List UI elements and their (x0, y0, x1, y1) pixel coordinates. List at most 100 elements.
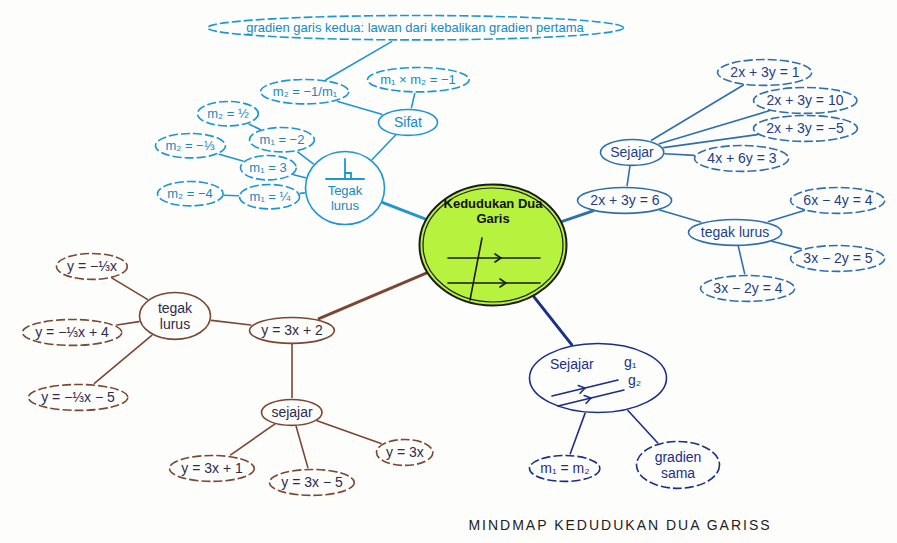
node-text: y = 3x + 2 (261, 322, 322, 338)
branch-line (772, 241, 801, 248)
branch-line (562, 211, 593, 221)
branch-line (665, 154, 694, 156)
node-text: y = 3x (386, 444, 424, 460)
node-text: 3x − 2y = 5 (803, 250, 872, 266)
node-text: y = 3x − 5 (281, 474, 342, 490)
branch-line (298, 152, 313, 164)
branch-line (534, 297, 572, 345)
cloud-node: Kedudukan Dua Garis (418, 183, 568, 307)
cloud-node: tegak lurus (138, 291, 212, 341)
node-text: Kedudukan Dua Garis (437, 197, 549, 227)
branch-line (94, 335, 151, 383)
cloud-node: 2x + 3y = 1 (716, 58, 813, 87)
cloud-node: 3x − 2y = 5 (789, 244, 886, 273)
node-text: tegak lurus (701, 224, 769, 240)
cloud-node: m₂ = −4 (156, 180, 225, 207)
cloud-node: Sifat (377, 108, 439, 137)
node-text: Sejajar (550, 356, 594, 372)
node-text: m₂ = −1/m₁ (273, 85, 337, 100)
branch-line (319, 273, 426, 318)
caption-text: MINDMAP KEDUDUKAN DUA GARISS (468, 517, 771, 533)
node-text: Sejajar (610, 144, 654, 160)
branch-line (112, 278, 147, 299)
cloud-node: m₂ = −1/m₁ (259, 78, 350, 105)
branch-line (628, 411, 658, 443)
cloud-node: Tegak lurus (304, 150, 386, 226)
node-text: tegak lurus (150, 300, 200, 332)
node-text: m₁ = 3 (249, 161, 286, 176)
cloud-node: y = −⅓x (55, 252, 129, 281)
branch-line (219, 154, 243, 161)
node-text: 4x + 6y = 3 (707, 150, 776, 166)
node-text: 6x − 4y = 4 (803, 192, 872, 208)
node-text: g₂ (628, 372, 641, 388)
cloud-node: m₁ = 3 (239, 154, 298, 181)
branch-line (296, 426, 308, 467)
node-text: Sifat (394, 114, 422, 130)
branch-line (338, 102, 382, 115)
cloud-outline (528, 342, 668, 414)
cloud-node: gradien garis kedua: lawan dari kebalika… (206, 14, 625, 41)
node-text: g₁ (624, 354, 637, 370)
node-text: m₂ = ½ (207, 107, 249, 122)
cloud-node: m₂ = −⅓ (154, 132, 227, 159)
cloud-node: y = 3x (375, 438, 434, 467)
node-text: y = −⅓x − 5 (41, 389, 115, 405)
node-text: m₁ = −2 (260, 133, 305, 148)
node-text: 3x − 2y = 4 (713, 280, 782, 296)
branch-line (224, 194, 238, 196)
node-text: gradien sama (648, 449, 708, 481)
node-text: 2x + 3y = 1 (730, 64, 799, 80)
branch-line (317, 421, 381, 444)
node-text: Tegak lurus (320, 184, 370, 214)
cloud-node: tegak lurus (687, 218, 783, 247)
node-text: y = −⅓x (67, 258, 117, 274)
branch-line (738, 246, 744, 273)
node-text: m₁ × m₂ = −1 (380, 73, 456, 88)
cloud-node: m₁ × m₂ = −1 (366, 66, 471, 93)
node-text: 2x + 3y = 10 (766, 92, 843, 108)
cloud-node: y = −⅓x − 5 (27, 383, 129, 412)
cloud-node: 2x + 3y = 6 (576, 186, 673, 215)
cloud-node: m₂ = ½ (196, 100, 260, 127)
node-text: y = 3x + 1 (181, 460, 242, 476)
cloud-node: gradien sama (635, 440, 721, 490)
branch-line (664, 135, 758, 148)
center-blob (420, 185, 566, 305)
branch-line (383, 203, 425, 219)
branch-line (660, 210, 701, 222)
cloud-node: 2x + 3y = 10 (752, 86, 858, 115)
branch-line (768, 210, 804, 221)
perpendicular-symbol (326, 159, 364, 179)
branch-line (231, 424, 275, 455)
cloud-node: 6x − 4y = 4 (789, 186, 886, 215)
node-text: m₂ = −⅓ (165, 139, 214, 154)
parallel-lines-figure (448, 238, 540, 300)
cloud-node: Sejajar g₁ g₂ (528, 342, 668, 414)
node-text: m₂ = −4 (167, 187, 213, 202)
cloud-node: 3x − 2y = 4 (699, 274, 796, 303)
branch-line (294, 175, 306, 178)
node-text: sejajar (271, 404, 312, 420)
cloud-node: sejajar (260, 398, 324, 427)
branch-line (372, 135, 395, 159)
parallel-symbol (552, 380, 624, 406)
branch-line (411, 94, 414, 108)
branch-line (627, 166, 630, 185)
node-text: y = −⅓x + 4 (35, 324, 109, 340)
cloud-node: Sejajar (599, 138, 665, 167)
cloud-node: y = −⅓x + 4 (21, 318, 123, 347)
branch-line (211, 320, 250, 325)
branch-line (249, 124, 260, 129)
cloud-node: y = 3x − 5 (268, 468, 356, 497)
cloud-node: m₁ = m₂ (528, 454, 601, 483)
cloud-node: y = 3x + 1 (168, 454, 256, 483)
branch-line (117, 322, 139, 325)
branch-line (291, 344, 293, 397)
cloud-node: m₁ = −2 (248, 126, 316, 153)
cloud-node: 2x + 3y = −5 (752, 114, 859, 143)
cloud-node: m₁ = ¼ (238, 183, 301, 210)
node-text: gradien garis kedua: lawan dari kebalika… (246, 21, 584, 36)
node-text: m₁ = m₂ (540, 460, 589, 476)
